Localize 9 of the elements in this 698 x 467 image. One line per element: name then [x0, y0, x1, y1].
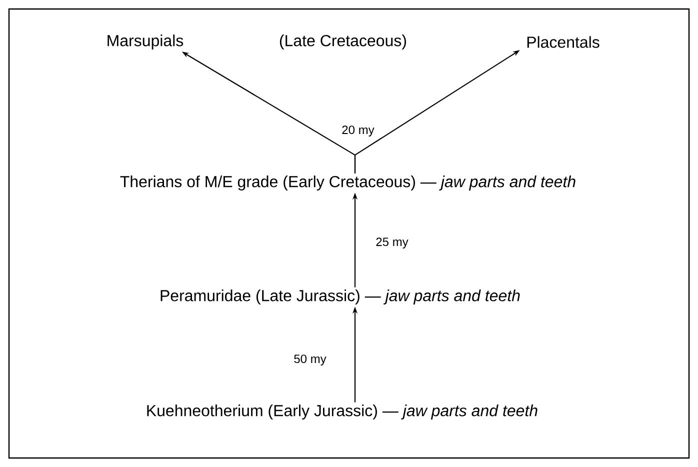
- group-label: Placentals: [527, 36, 600, 48]
- stage-label: Therians of M/E grade (Early Cretaceous) — jaw parts and teeth: [120, 176, 576, 190]
- stage-label: Kuehneotherium (Early Jurassic) — jaw parts and teeth: [147, 404, 538, 420]
- group-label: Marsupials: [108, 34, 184, 50]
- period-label: (Late Cretaceous): [280, 34, 406, 50]
- duration-label: 50 my: [292, 354, 328, 366]
- duration-label: 25 my: [374, 236, 410, 250]
- duration-label: 20 my: [340, 124, 376, 138]
- stage-label: Peramuridae (Late Jurassic) — jaw parts and teeth: [160, 290, 520, 304]
